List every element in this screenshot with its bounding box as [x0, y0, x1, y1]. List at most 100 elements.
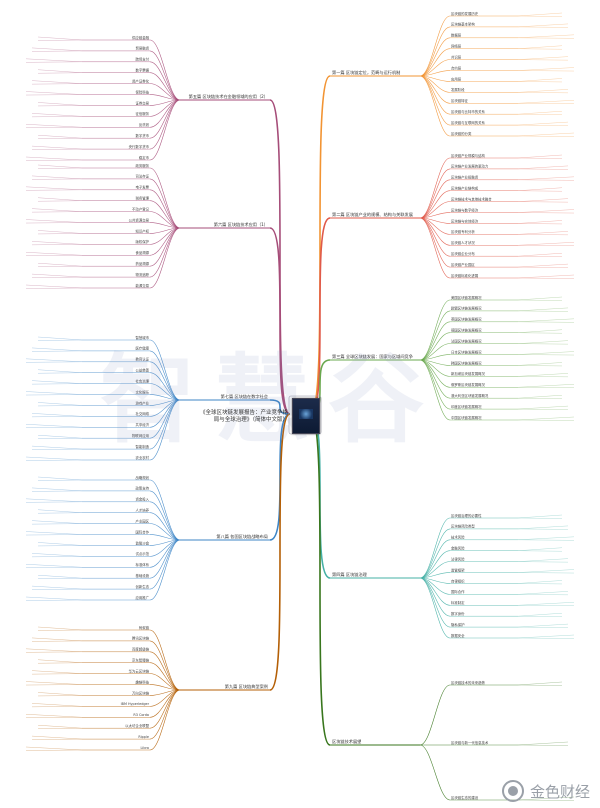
- right-child-label-3-0[interactable]: 区块链治理的必要性: [451, 513, 482, 518]
- left-child-label-4-0[interactable]: 蚂蚁链: [139, 625, 150, 630]
- right-child-label-0-10[interactable]: 区块链与互联网的关系: [451, 120, 486, 125]
- right-child-label-2-2[interactable]: 英国区块链发展概况: [451, 317, 482, 322]
- left-child-label-0-7[interactable]: 征信服务: [135, 111, 149, 116]
- right-child-label-0-9[interactable]: 区块链与比特币的关系: [451, 109, 486, 114]
- right-child-label-1-1[interactable]: 区块链产业发展的驱动力: [451, 164, 489, 169]
- right-branch-label-3[interactable]: 第四篇 区块链治理: [332, 571, 368, 578]
- left-child-label-0-1[interactable]: 贸易融资: [135, 46, 149, 51]
- right-child-label-2-10[interactable]: 印度区块链发展概况: [451, 404, 482, 409]
- left-child-label-1-8[interactable]: 食品溯源: [135, 250, 149, 255]
- left-child-label-4-11[interactable]: Libra: [141, 746, 149, 750]
- left-child-label-4-4[interactable]: 华为云区块链: [129, 668, 150, 673]
- right-child-label-2-8[interactable]: 俄罗斯区块链发展概况: [451, 382, 486, 387]
- left-child-label-3-1[interactable]: 政策支持: [135, 486, 149, 491]
- right-branch-label-1[interactable]: 第二篇 区块链产业的规模、结构与关联发展: [332, 211, 414, 218]
- right-child-label-1-0[interactable]: 区块链产业规模与结构: [451, 153, 486, 158]
- right-child-label-2-5[interactable]: 日本区块链发展概况: [451, 349, 482, 354]
- left-child-label-4-3[interactable]: 京东智臻链: [132, 658, 150, 663]
- right-child-label-0-3[interactable]: 网络层: [451, 44, 462, 49]
- right-child-label-3-9[interactable]: 数字身份: [451, 611, 465, 616]
- left-child-label-1-11[interactable]: 能源交易: [135, 283, 149, 288]
- left-child-label-4-2[interactable]: 百度超级链: [132, 647, 150, 652]
- left-child-label-0-5[interactable]: 保险科技: [135, 89, 149, 94]
- right-child-label-3-4[interactable]: 法律风险: [451, 556, 465, 561]
- left-child-label-1-9[interactable]: 药品溯源: [135, 261, 149, 266]
- left-branch-label-0[interactable]: 第五篇 区块链技术在金融领域的应用（2）: [189, 93, 268, 100]
- left-child-label-0-9[interactable]: 数字货币: [135, 133, 149, 138]
- right-branch-label-0[interactable]: 第一篇 区块链定位，范畴与运行机制: [332, 69, 400, 76]
- book-cover-icon[interactable]: [292, 398, 320, 434]
- right-child-label-1-11[interactable]: 区块链标准化进展: [451, 273, 479, 278]
- left-child-label-2-8[interactable]: 共享经济: [135, 422, 149, 427]
- left-child-label-2-3[interactable]: 公益慈善: [135, 368, 149, 373]
- right-child-label-3-10[interactable]: 隐私保护: [451, 622, 465, 627]
- left-child-label-4-1[interactable]: 腾讯区块链: [132, 636, 150, 641]
- right-child-label-2-4[interactable]: 法国区块链发展概况: [451, 338, 482, 343]
- right-child-label-0-5[interactable]: 合约层: [451, 65, 462, 70]
- left-child-label-3-2[interactable]: 资金投入: [135, 497, 149, 502]
- right-child-label-1-8[interactable]: 区块链人才状况: [451, 240, 475, 245]
- right-child-label-1-9[interactable]: 区块链企业分布: [451, 251, 475, 256]
- right-child-label-3-7[interactable]: 国际合作: [451, 589, 465, 594]
- left-child-label-3-3[interactable]: 人才培养: [135, 508, 149, 513]
- right-child-label-4-2[interactable]: 区块链生态的建设: [451, 795, 479, 800]
- left-child-label-2-7[interactable]: 社交网络: [135, 411, 149, 416]
- left-child-label-0-10[interactable]: 央行数字货币: [129, 144, 150, 149]
- left-child-label-2-9[interactable]: 物联网应用: [132, 433, 149, 438]
- right-child-label-3-6[interactable]: 自律组织: [451, 578, 465, 583]
- left-child-label-4-10[interactable]: Ripple: [138, 735, 149, 739]
- right-child-label-4-0[interactable]: 区块链技术的未来趋势: [451, 680, 486, 685]
- right-child-label-2-9[interactable]: 澳大利亚区块链发展概况: [451, 393, 489, 398]
- left-child-label-4-5[interactable]: 趣链科技: [135, 679, 149, 684]
- left-child-label-1-5[interactable]: 公共资源交易: [129, 217, 150, 222]
- right-child-label-2-1[interactable]: 欧盟区块链发展概况: [451, 306, 482, 311]
- left-branch-label-4[interactable]: 第九篇 区块链典型案例: [225, 683, 268, 690]
- left-child-label-2-4[interactable]: 社会治理: [135, 378, 149, 383]
- left-child-label-3-7[interactable]: 试点示范: [135, 551, 149, 556]
- left-child-label-1-10[interactable]: 物流追踪: [135, 272, 149, 277]
- left-child-label-1-3[interactable]: 税务管理: [135, 196, 149, 201]
- left-child-label-2-6[interactable]: 游戏产业: [135, 400, 149, 405]
- left-child-label-2-10[interactable]: 智能制造: [135, 444, 149, 449]
- right-child-label-1-6[interactable]: 区块链与实体经济: [451, 218, 479, 223]
- left-child-label-3-8[interactable]: 标准体系: [135, 562, 149, 567]
- left-child-label-0-3[interactable]: 数字票据: [135, 68, 149, 73]
- left-child-label-2-2[interactable]: 教育认证: [135, 357, 149, 362]
- right-branch-label-4[interactable]: 区块链技术展望: [332, 738, 361, 745]
- right-child-label-0-6[interactable]: 应用层: [451, 76, 462, 81]
- left-child-label-0-4[interactable]: 资产证券化: [132, 78, 150, 83]
- right-child-label-0-1[interactable]: 区块链基本架构: [451, 22, 475, 27]
- left-child-label-3-4[interactable]: 产业园区: [135, 518, 149, 523]
- right-child-label-0-4[interactable]: 共识层: [451, 54, 462, 59]
- left-child-label-2-5[interactable]: 文化娱乐: [135, 389, 149, 394]
- right-child-label-3-1[interactable]: 区块链风险类型: [451, 524, 475, 529]
- right-child-label-1-4[interactable]: 区块链技术与其他技术融合: [451, 196, 492, 201]
- right-child-label-4-1[interactable]: 区块链与新一代信息技术: [451, 740, 489, 745]
- left-child-label-1-2[interactable]: 电子发票: [135, 185, 149, 190]
- left-child-label-4-7[interactable]: IBM Hyperledger: [121, 702, 150, 706]
- left-child-label-1-7[interactable]: 版权保护: [135, 239, 149, 244]
- left-child-label-3-9[interactable]: 基础设施: [135, 573, 149, 578]
- left-child-label-3-6[interactable]: 监管沙盒: [135, 540, 149, 545]
- left-child-label-1-6[interactable]: 知识产权: [135, 228, 149, 233]
- left-branch-label-3[interactable]: 第八篇 各国区块链战略布局: [216, 533, 268, 540]
- left-child-label-2-0[interactable]: 智慧城市: [135, 335, 149, 340]
- left-child-label-4-9[interactable]: 以太坊企业联盟: [125, 723, 149, 728]
- right-child-label-0-8[interactable]: 区块链特征: [451, 98, 469, 103]
- right-child-label-2-3[interactable]: 德国区块链发展概况: [451, 328, 482, 333]
- left-branch-label-1[interactable]: 第六篇 区块链技术应用（1）: [214, 221, 268, 228]
- center-node-frame[interactable]: [288, 395, 322, 435]
- right-child-label-3-5[interactable]: 监管框架: [451, 567, 465, 572]
- left-child-label-1-4[interactable]: 不动产登记: [132, 206, 150, 211]
- right-child-label-3-3[interactable]: 金融风险: [451, 546, 465, 551]
- left-child-label-0-8[interactable]: 反洗钱: [139, 122, 150, 127]
- left-branch-label-2[interactable]: 第七篇 区块链在数字社会: [221, 393, 269, 400]
- left-child-label-0-6[interactable]: 证券交易: [135, 100, 149, 105]
- left-child-label-3-11[interactable]: 应用推广: [135, 595, 149, 600]
- right-child-label-3-11[interactable]: 数据安全: [451, 633, 465, 638]
- right-child-label-3-2[interactable]: 技术风险: [451, 535, 465, 540]
- right-child-label-2-7[interactable]: 新加坡区块链发展概况: [451, 371, 486, 376]
- right-child-label-0-7[interactable]: 发展阶段: [451, 87, 465, 92]
- left-child-label-3-10[interactable]: 创新生态: [135, 584, 149, 589]
- left-child-label-4-6[interactable]: 万向区块链: [132, 690, 150, 695]
